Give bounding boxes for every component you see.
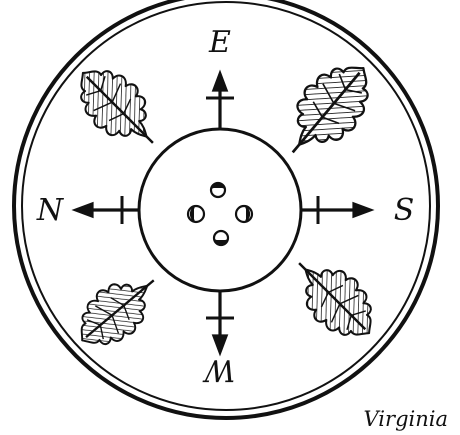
center-disk: [139, 129, 301, 291]
direction-north-label: N: [36, 193, 65, 228]
direction-east-label: E: [208, 25, 231, 60]
caption-text: Virginia: [364, 407, 448, 431]
direction-west-label: W: [202, 352, 235, 387]
direction-south-label: S: [394, 193, 415, 228]
